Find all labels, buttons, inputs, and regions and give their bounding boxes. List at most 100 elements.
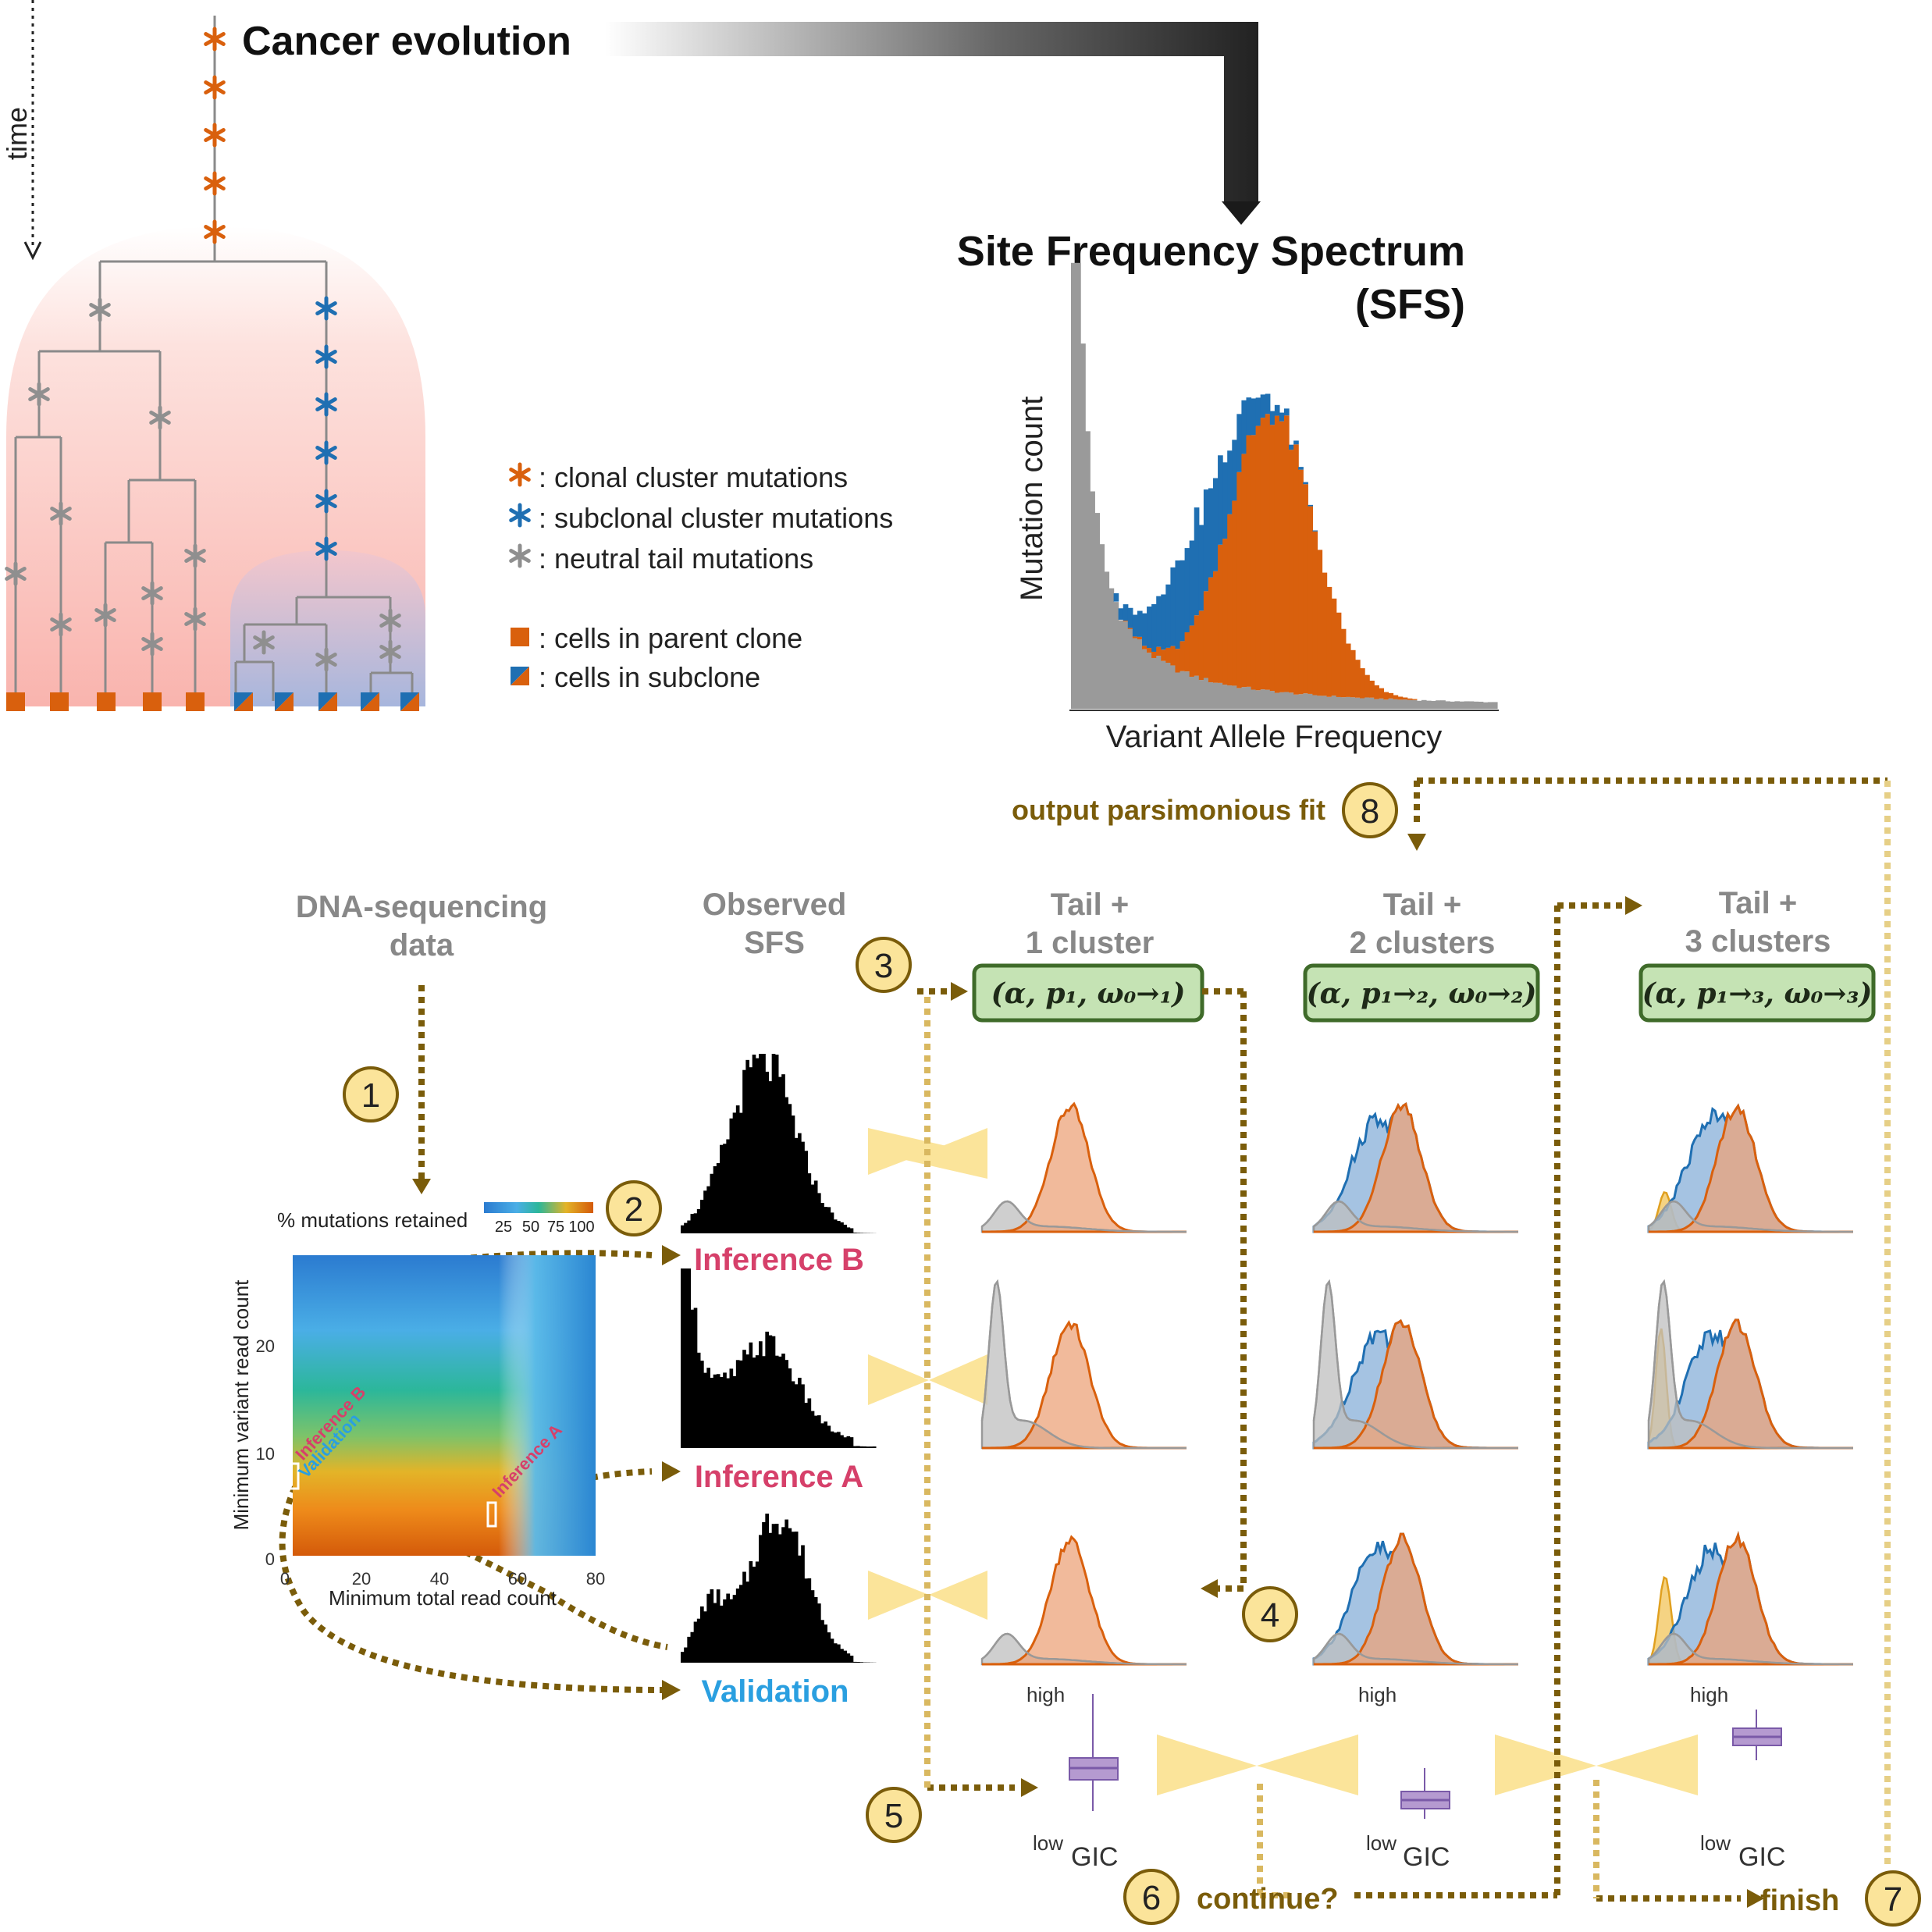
- label-validation: Validation: [702, 1674, 849, 1709]
- gic-bowtie-2: [1495, 1735, 1596, 1795]
- param-text-1: (α, p₁, ω₀→₁): [991, 977, 1186, 1010]
- svg-text:5: 5: [884, 1797, 903, 1835]
- sfs-title-line1: Site Frequency Spectrum: [957, 228, 1465, 275]
- sfs-title-line2: (SFS): [1355, 281, 1465, 328]
- heatmap-xlabel: Minimum total read count: [329, 1586, 557, 1610]
- parent-cell-icon: [511, 628, 529, 646]
- param-text-2: (α, p₁→₂, ω₀→₂): [1307, 977, 1537, 1010]
- heatmap-xtick-0: 0: [280, 1569, 290, 1589]
- svg-text:1: 1: [361, 1076, 380, 1115]
- legend-neutral: : neutral tail mutations: [539, 543, 813, 575]
- neutral-icon: [511, 546, 529, 566]
- gic-label-2: GIC: [1403, 1842, 1450, 1872]
- column-headers: DNA-sequencing data Observed SFS Tail + …: [296, 886, 1831, 962]
- label-inference-b: Inference B: [694, 1243, 864, 1277]
- observed-sfs-histograms: [681, 1054, 877, 1663]
- dna-seq-header-1: DNA-sequencing: [296, 890, 547, 924]
- finish-label: finish: [1760, 1884, 1839, 1917]
- gic-low-3: low: [1700, 1831, 1731, 1855]
- gic-label-3: GIC: [1738, 1842, 1785, 1872]
- gic-boxplot-1: [1069, 1694, 1119, 1811]
- col1-header-1: Tail +: [1051, 888, 1129, 922]
- step-7-badge: 7: [1865, 1870, 1921, 1927]
- heatmap-xtick-20: 20: [352, 1569, 371, 1589]
- legend-clonal: : clonal cluster mutations: [539, 461, 848, 493]
- heatmap-ytick-20: 20: [256, 1336, 275, 1356]
- evolution-to-sfs-arrow: [605, 22, 1261, 225]
- legend-parent-cells: : cells in parent clone: [539, 622, 802, 654]
- col1-header-2: 1 cluster: [1026, 926, 1155, 960]
- step-8-badge: 8: [1342, 782, 1398, 838]
- step-4-badge: 4: [1242, 1586, 1298, 1642]
- heatmap-ytick-10: 10: [256, 1444, 275, 1464]
- label-inference-a: Inference A: [695, 1460, 863, 1494]
- phylogenetic-tree: [6, 16, 425, 711]
- dna-seq-header-2: data: [390, 928, 454, 962]
- gic-bowtie-1: [1157, 1735, 1257, 1795]
- gic-low-1: low: [1033, 1831, 1063, 1855]
- subclone-cells: [234, 692, 419, 711]
- svg-text:7: 7: [1884, 1880, 1902, 1919]
- col3-header-2: 3 clusters: [1685, 924, 1831, 959]
- svg-text:6: 6: [1142, 1879, 1161, 1917]
- svg-text:8: 8: [1361, 792, 1379, 831]
- subclone-background: [230, 550, 425, 706]
- time-axis: time: [1, 0, 42, 261]
- svg-text:2: 2: [624, 1190, 643, 1229]
- legend: : clonal cluster mutations : subclonal c…: [511, 461, 893, 693]
- heatmap-xtick-60: 60: [508, 1569, 527, 1589]
- heatmap-box-validation: [289, 1462, 300, 1490]
- step-5-badge: 5: [866, 1787, 922, 1843]
- col2-header-1: Tail +: [1383, 888, 1461, 922]
- svg-text:3: 3: [874, 947, 893, 985]
- observed-sfs-header-1: Observed: [703, 888, 847, 922]
- sfs-xlabel: Variant Allele Frequency: [1106, 720, 1443, 754]
- heatmap-title: % mutations retained: [277, 1208, 468, 1232]
- gic-high-3: high: [1690, 1683, 1728, 1706]
- cbar-tick-25: 25: [495, 1219, 512, 1236]
- model-fit-panels: [980, 1101, 1853, 1666]
- flow-arrowheads: [412, 834, 1764, 1908]
- gic-low-2: low: [1366, 1831, 1397, 1855]
- cbar-tick-50: 50: [522, 1219, 539, 1236]
- sfs-ylabel: Mutation count: [1015, 397, 1049, 601]
- param-box-1: (α, p₁, ω₀→₁): [972, 963, 1204, 1023]
- filtering-heatmap: Inference B Validation Inference A % mut…: [229, 1202, 605, 1610]
- parent-clone-cells: [6, 692, 205, 711]
- clonal-icon: [511, 464, 529, 485]
- param-box-3: (α, p₁→₃, ω₀→₃): [1638, 963, 1876, 1023]
- step-badges: 1 2 3 4 5 6 7 8: [343, 782, 1921, 1927]
- param-box-2: (α, p₁→₂, ω₀→₂): [1303, 963, 1540, 1023]
- heatmap-ylabel: Minimum variant read count: [229, 1279, 253, 1531]
- output-label: output parsimonious fit: [1012, 794, 1325, 826]
- step-1-badge: 1: [343, 1066, 399, 1123]
- subclone-cell-icon: [511, 667, 529, 685]
- legend-subclone-cells: : cells in subclone: [539, 661, 760, 693]
- cbar-tick-75: 75: [547, 1219, 564, 1236]
- gic-high-1: high: [1026, 1683, 1065, 1706]
- cancer-evolution-title: Cancer evolution: [242, 19, 571, 64]
- param-text-3: (α, p₁→₃, ω₀→₃): [1642, 977, 1873, 1010]
- step-3-badge: 3: [856, 937, 912, 993]
- observed-sfs-header-2: SFS: [744, 926, 805, 960]
- subclonal-icon: [511, 505, 529, 525]
- heatmap-xtick-80: 80: [586, 1569, 605, 1589]
- step-2-badge: 2: [606, 1180, 662, 1236]
- gic-boxplot-3: [1732, 1710, 1782, 1760]
- step-6-badge: 6: [1123, 1869, 1179, 1925]
- continue-label: continue?: [1197, 1883, 1339, 1916]
- cbar-tick-100: 100: [568, 1219, 594, 1236]
- col2-header-2: 2 clusters: [1350, 926, 1496, 960]
- gic-high-2: high: [1358, 1683, 1397, 1706]
- heatmap-colorbar: [484, 1202, 593, 1213]
- col3-header-1: Tail +: [1719, 886, 1797, 920]
- heatmap-box-inference-a: [486, 1501, 497, 1528]
- heatmap-xtick-40: 40: [430, 1569, 449, 1589]
- sfs-histogram: Mutation count Variant Allele Frequency: [1015, 262, 1499, 754]
- gic-label-1: GIC: [1071, 1842, 1118, 1872]
- legend-subclonal: : subclonal cluster mutations: [539, 502, 893, 534]
- gic-boxplot-2: [1400, 1768, 1450, 1819]
- svg-text:4: 4: [1261, 1596, 1279, 1635]
- gic-panels: high low GIC high low GIC high low GIC: [1026, 1683, 1785, 1872]
